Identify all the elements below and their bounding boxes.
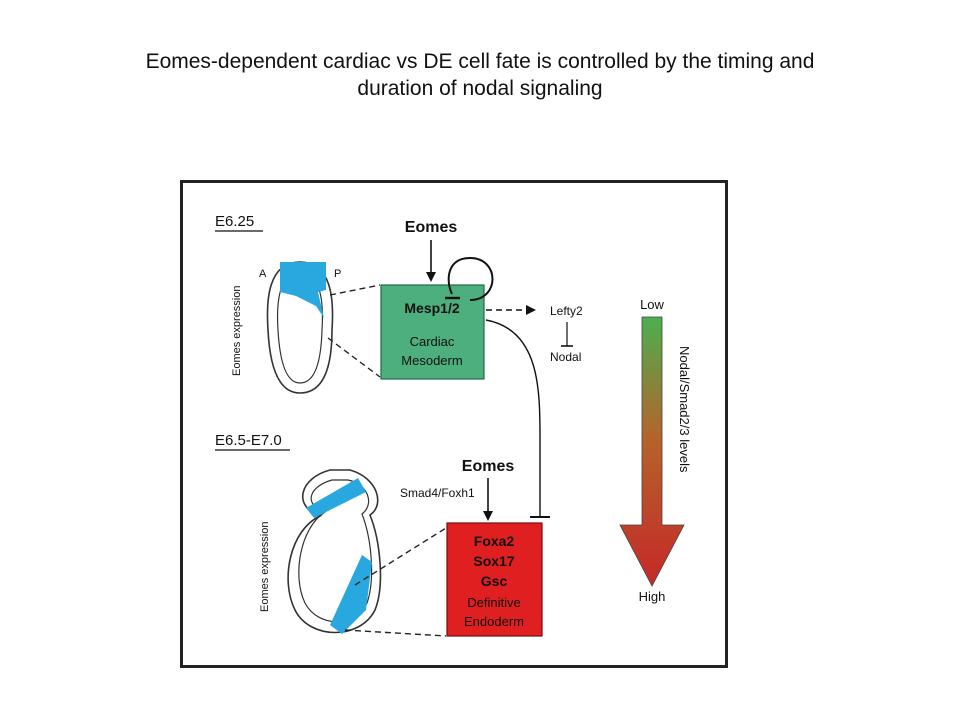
nodal-gradient-arrow (619, 316, 685, 587)
gradient-high-label: High (639, 589, 666, 604)
nodal-label: Nodal (550, 350, 581, 364)
slide-title-line-2: duration of nodal signaling (357, 77, 603, 100)
embryo-bottom: Eomes expression (259, 469, 382, 634)
stage-label-e6-25: E6.25 (215, 213, 254, 230)
eomes-expression-label-bottom: Eomes expression (259, 522, 271, 613)
embryo-top: A P Eomes expression (231, 261, 341, 394)
gsc-label: Gsc (481, 573, 508, 589)
eomes-expression-bottom-upper (306, 478, 366, 518)
eomes-expression-bottom-lower (330, 555, 372, 634)
zoom-line-top-2 (327, 337, 381, 378)
gradient-axis-label: Nodal/Smad2/3 levels (677, 346, 692, 473)
eomes-label-bottom: Eomes (462, 458, 515, 475)
eomes-expression-label-top: Eomes expression (231, 286, 243, 377)
posterior-label: P (334, 268, 341, 280)
eomes-expression-top (280, 262, 326, 318)
sox17-label: Sox17 (473, 553, 514, 569)
endoderm-label: Endoderm (464, 614, 524, 629)
slide-title: Eomes-dependent cardiac vs DE cell fate … (60, 48, 900, 102)
definitive-label: Definitive (467, 595, 520, 610)
lefty2-label: Lefty2 (550, 304, 583, 318)
eomes-label-top: Eomes (405, 219, 458, 236)
cardiac-mesoderm-box (380, 284, 485, 380)
zoom-line-top-1 (329, 284, 381, 296)
anterior-label: A (259, 268, 267, 280)
slide-title-line-1: Eomes-dependent cardiac vs DE cell fate … (145, 50, 815, 73)
stage-label-e6-5-e7-0: E6.5-E7.0 (215, 432, 282, 449)
foxa2-label: Foxa2 (474, 533, 515, 549)
mesp-autoregulation-loop (447, 256, 494, 301)
mesp1-2-label: Mesp1/2 (404, 300, 459, 316)
smad4-foxh1-label: Smad4/Foxh1 (400, 486, 475, 500)
mesoderm-label: Mesoderm (401, 353, 462, 368)
mesp-inhibits-endoderm-line (485, 319, 541, 516)
gradient-low-label: Low (640, 297, 664, 312)
definitive-endoderm-box (446, 522, 543, 637)
zoom-line-bottom-1 (354, 527, 447, 586)
cardiac-label: Cardiac (410, 334, 455, 349)
zoom-line-bottom-2 (344, 629, 447, 637)
